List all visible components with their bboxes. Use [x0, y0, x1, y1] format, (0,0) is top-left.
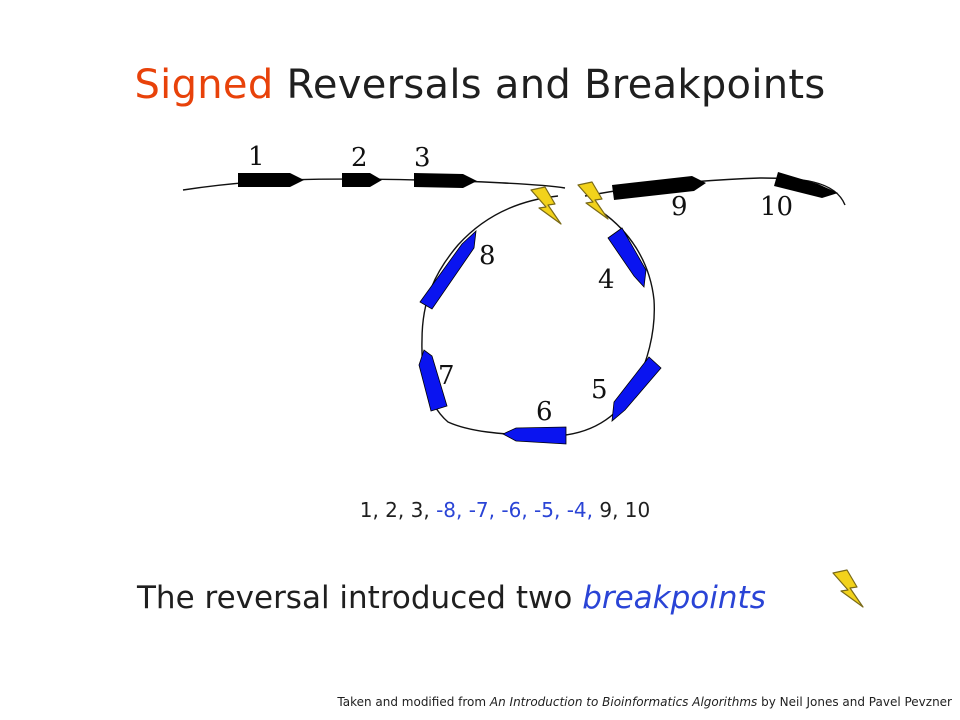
page-title: Signed Reversals and Breakpoints [0, 62, 960, 108]
gene-1 [238, 173, 304, 187]
gene-label-2: 2 [351, 143, 368, 173]
caption-emphasis: breakpoints [582, 580, 766, 616]
gene-3 [414, 173, 477, 188]
sequence-reversed: -8, -7, -6, -5, -4, [436, 498, 593, 522]
source-credit: Taken and modified from An Introduction … [337, 695, 952, 709]
caption-text: The reversal introduced two [137, 580, 573, 616]
caption: The reversal introduced two breakpoints [137, 580, 766, 616]
lightning-bolt-icon [577, 181, 609, 220]
title-highlight: Signed [134, 62, 274, 108]
gene-label-6: 6 [536, 397, 553, 427]
reversed-loop-strand [421, 195, 655, 437]
gene-9 [612, 176, 706, 200]
gene-label-1: 1 [248, 142, 265, 172]
title-rest: Reversals and Breakpoints [286, 62, 826, 108]
lightning-bolt-icon [832, 569, 864, 608]
credit-prefix: Taken and modified from [337, 695, 487, 709]
gene-label-4: 4 [598, 265, 615, 295]
credit-suffix: by Neil Jones and Pavel Pevzner [761, 695, 952, 709]
sequence-after: 9, 10 [599, 498, 651, 522]
gene-label-10: 10 [760, 192, 793, 222]
gene-label-7: 7 [438, 361, 455, 391]
gene-label-5: 5 [591, 375, 608, 405]
gene-label-3: 3 [414, 143, 431, 173]
gene-label-8: 8 [479, 241, 496, 271]
gene-7 [418, 349, 448, 412]
gene-8 [419, 229, 477, 310]
sequence-before: 1, 2, 3, [359, 498, 430, 522]
gene-4 [607, 227, 647, 288]
lightning-bolt-icon [530, 186, 562, 225]
gene-2 [342, 173, 382, 187]
credit-book: An Introduction to Bioinformatics Algori… [489, 695, 758, 709]
gene-label-9: 9 [671, 192, 688, 222]
gene-6 [502, 426, 567, 445]
gene-10 [774, 172, 838, 198]
signed-permutation: 1, 2, 3, -8, -7, -6, -5, -4, 9, 10 [0, 498, 960, 522]
gene-5 [611, 356, 662, 422]
